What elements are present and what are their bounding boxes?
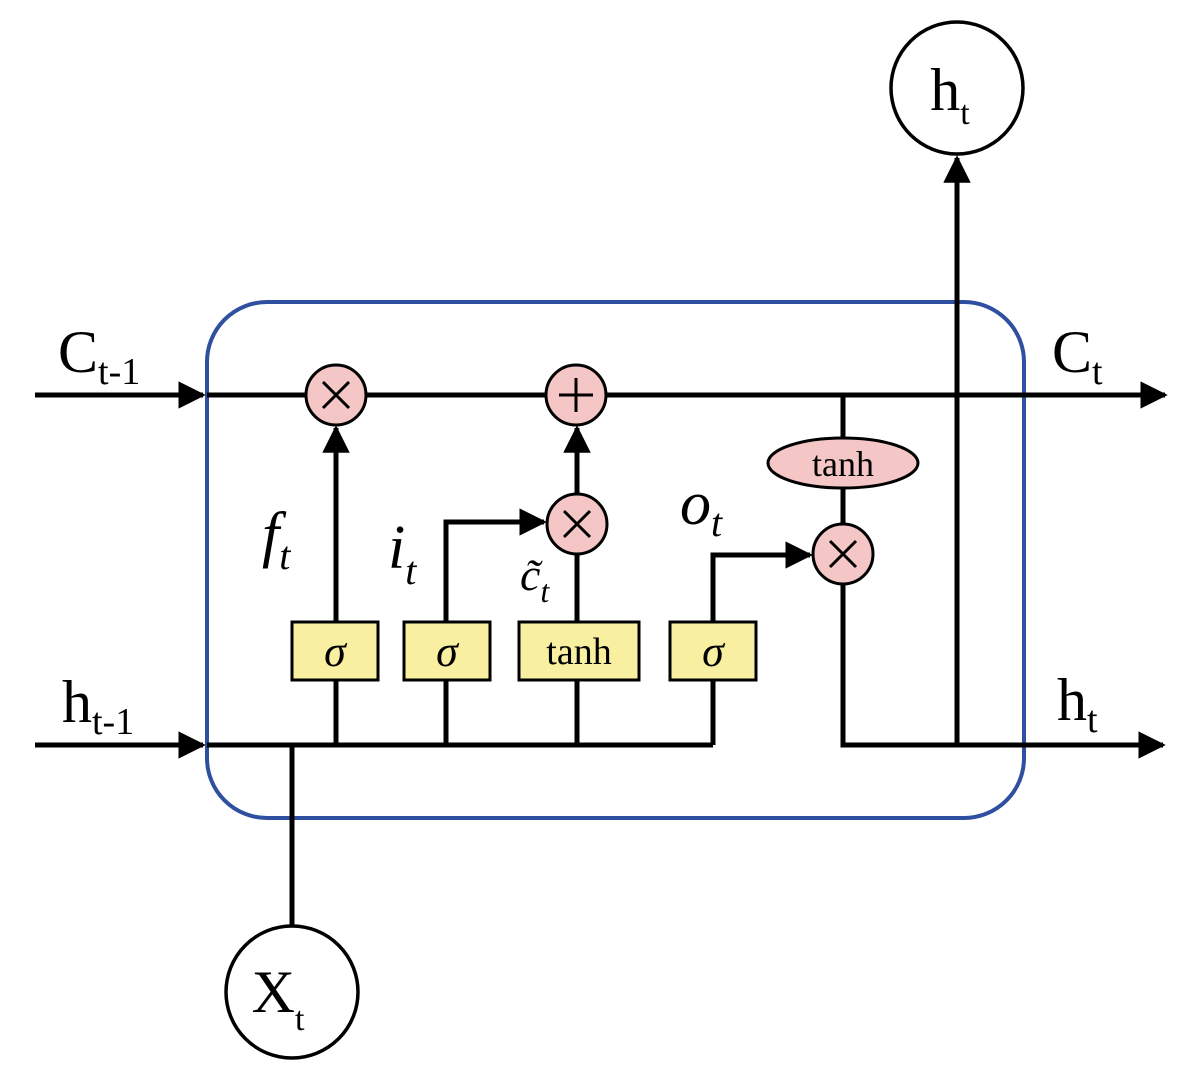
input-gate-label: it — [388, 514, 417, 593]
svg-text:Xt: Xt — [252, 959, 305, 1038]
plus-icon — [559, 378, 593, 412]
forget-gate-symbol: σ — [324, 627, 348, 676]
x-input-base: X — [252, 959, 295, 1025]
multiply-icon — [562, 509, 592, 539]
forget-gate: σ — [290, 620, 380, 682]
multiply-icon — [828, 539, 858, 569]
x-input-sub: t — [295, 1001, 305, 1038]
x-input-node: Xt — [224, 924, 360, 1060]
input-multiply-op — [545, 492, 609, 556]
forget-gate-label: ft — [262, 501, 291, 578]
output-gate-arrow — [710, 541, 813, 622]
output-gate-symbol: σ — [702, 627, 726, 676]
cell-add-op — [544, 363, 608, 427]
input-gate: σ — [402, 620, 492, 682]
input-gate-arrow — [443, 508, 547, 622]
candidate-gate: tanh — [517, 620, 641, 682]
output-gate-label: ot — [680, 470, 723, 545]
candidate-label: c̃t — [520, 549, 550, 609]
hidden-top-output-node: ht — [889, 20, 1025, 156]
lstm-cell-border — [205, 300, 1026, 820]
input-gate-symbol: σ — [436, 627, 460, 676]
cell-state-output-label: Ct — [1052, 319, 1103, 393]
hidden-output-label: ht — [1057, 667, 1098, 741]
output-gate: σ — [668, 620, 758, 682]
cell-tanh-label: tanh — [812, 444, 874, 484]
output-multiply-op — [811, 522, 875, 586]
cell-state-input-label: Ct-1 — [58, 319, 140, 393]
svg-text:ht: ht — [930, 57, 970, 132]
hidden-input-label: ht-1 — [62, 669, 134, 743]
hidden-top-base: h — [930, 57, 960, 123]
candidate-gate-symbol: tanh — [546, 631, 611, 673]
cell-tanh: tanh — [766, 436, 920, 490]
forget-multiply-op — [304, 363, 368, 427]
multiply-icon — [321, 380, 351, 410]
output-mul-to-hidden-wire — [840, 584, 957, 748]
hidden-top-sub: t — [960, 95, 970, 132]
